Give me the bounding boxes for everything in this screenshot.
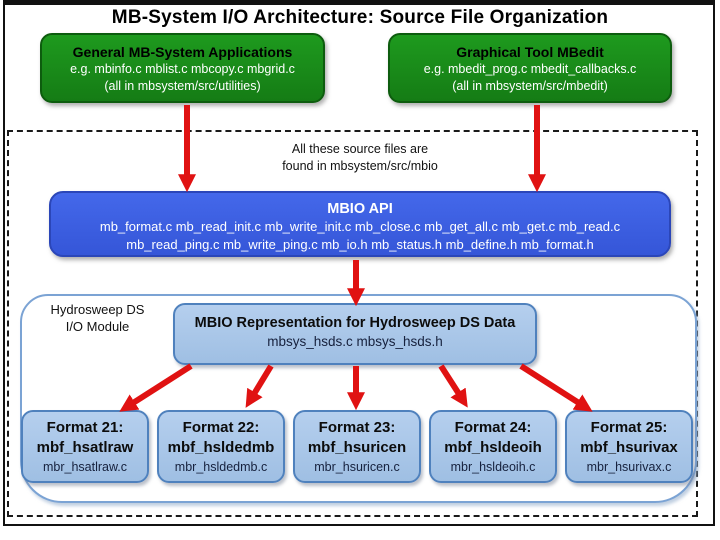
general-applications-location: (all in mbsystem/src/utilities) <box>104 79 261 93</box>
hydrosweep-module-label-line1: Hydrosweep DS <box>50 302 145 317</box>
mbio-api-box: MBIO API mb_format.c mb_read_init.c mb_w… <box>49 191 671 257</box>
format-23-id: Format 23: <box>318 419 396 436</box>
format-21-file: mbr_hsatlraw.c <box>42 460 128 474</box>
mbedit-tool-title: Graphical Tool MBedit <box>456 44 604 60</box>
general-applications-examples: e.g. mbinfo.c mblist.c mbcopy.c mbgrid.c <box>70 62 295 76</box>
format-24-file: mbr_hsldeoih.c <box>450 460 536 474</box>
mbedit-tool-box: Graphical Tool MBedit e.g. mbedit_prog.c… <box>388 33 672 103</box>
general-applications-box: General MB-System Applications e.g. mbin… <box>40 33 325 103</box>
format-25-file: mbr_hsurivax.c <box>586 460 672 474</box>
format-24-name: mbf_hsldeoih <box>444 439 542 456</box>
format-22-id: Format 22: <box>182 419 260 436</box>
mbio-api-files-line2: mb_read_ping.c mb_write_ping.c mb_io.h m… <box>126 236 594 252</box>
general-applications-title: General MB-System Applications <box>72 44 293 60</box>
mbio-api-files-line1: mb_format.c mb_read_init.c mb_write_init… <box>99 219 621 234</box>
format-23-box: Format 23: mbf_hsuricen mbr_hsuricen.c <box>293 410 421 483</box>
format-25-name: mbf_hsurivax <box>580 439 678 456</box>
mbio-representation-files: mbsys_hsds.c mbsys_hsds.h <box>267 334 443 349</box>
mbio-representation-box: MBIO Representation for Hydrosweep DS Da… <box>173 303 537 365</box>
format-22-name: mbf_hsldedmb <box>167 439 275 456</box>
mbio-source-note-line2: found in mbsystem/src/mbio <box>282 159 438 173</box>
mbio-source-region <box>7 130 698 517</box>
format-22-box: Format 22: mbf_hsldedmb mbr_hsldedmb.c <box>157 410 285 483</box>
format-24-box: Format 24: mbf_hsldeoih mbr_hsldeoih.c <box>429 410 557 483</box>
mbio-api-title: MBIO API <box>327 201 393 217</box>
mbedit-tool-location: (all in mbsystem/src/mbedit) <box>452 79 608 93</box>
mbio-source-note: All these source files are found in mbsy… <box>185 141 535 175</box>
format-24-id: Format 24: <box>454 419 532 436</box>
format-21-name: mbf_hsatlraw <box>36 439 134 456</box>
format-21-id: Format 21: <box>46 419 124 436</box>
mbio-source-note-line1: All these source files are <box>291 142 429 156</box>
format-22-file: mbr_hsldedmb.c <box>174 460 268 474</box>
format-21-box: Format 21: mbf_hsatlraw mbr_hsatlraw.c <box>21 410 149 483</box>
format-23-file: mbr_hsuricen.c <box>314 460 400 474</box>
mbedit-tool-examples: e.g. mbedit_prog.c mbedit_callbacks.c <box>423 62 637 76</box>
hydrosweep-module-label: Hydrosweep DS I/O Module <box>35 301 160 335</box>
hydrosweep-module-label-line2: I/O Module <box>65 319 130 334</box>
mbio-representation-title: MBIO Representation for Hydrosweep DS Da… <box>194 315 516 331</box>
format-25-id: Format 25: <box>590 419 668 436</box>
page-title: MB-System I/O Architecture: Source File … <box>111 7 609 28</box>
format-25-box: Format 25: mbf_hsurivax mbr_hsurivax.c <box>565 410 693 483</box>
format-23-name: mbf_hsuricen <box>307 439 407 456</box>
